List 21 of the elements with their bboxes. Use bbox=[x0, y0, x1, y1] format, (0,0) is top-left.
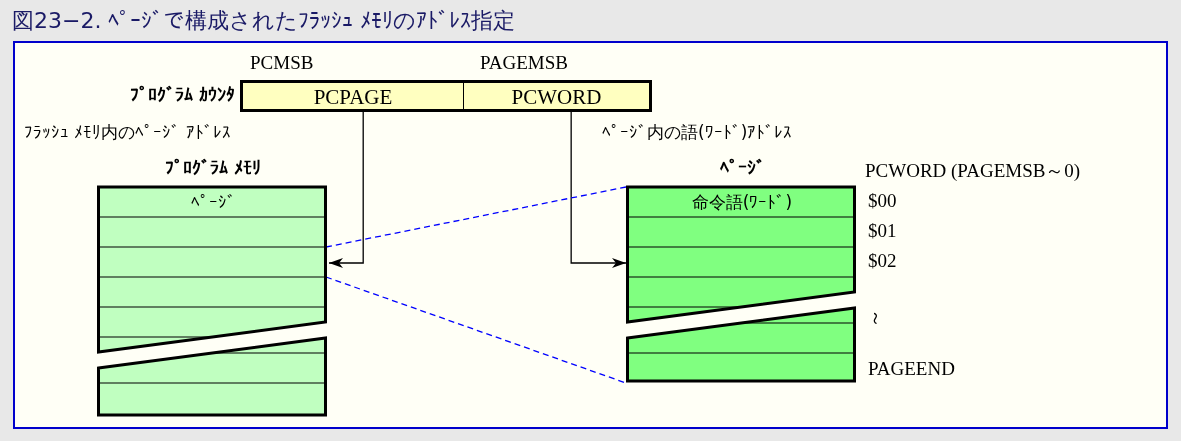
figure-title: 図23−2. ﾍﾟｰｼﾞで構成されたﾌﾗｯｼｭ ﾒﾓﾘのｱﾄﾞﾚｽ指定 bbox=[12, 7, 516, 35]
register-label: ﾌﾟﾛｸﾞﾗﾑ ｶｳﾝﾀ bbox=[129, 84, 235, 105]
range-label: PCWORD (PAGEMSB～0) bbox=[865, 159, 1081, 183]
address-value: $00 bbox=[868, 190, 897, 212]
omission-mark: ～ bbox=[864, 308, 888, 328]
memory-heading: ﾍﾟｰｼﾞ bbox=[718, 157, 766, 178]
dashed-line bbox=[325, 186, 627, 248]
address-value: $02 bbox=[868, 250, 897, 272]
bit-label: PAGEMSB bbox=[480, 52, 568, 74]
register-field: PCPAGE bbox=[240, 80, 464, 112]
memory-heading: ﾌﾟﾛｸﾞﾗﾑ ﾒﾓﾘ bbox=[163, 157, 263, 178]
arrow bbox=[328, 111, 364, 268]
bit-label: PCMSB bbox=[250, 52, 314, 74]
arrow bbox=[570, 111, 627, 268]
register-field: PCWORD bbox=[464, 80, 652, 112]
address-label: ﾍﾟｰｼﾞ内の語(ﾜｰﾄﾞ)ｱﾄﾞﾚｽ bbox=[602, 121, 793, 144]
address-value: $01 bbox=[868, 220, 897, 242]
memory-row: ﾍﾟｰｼﾞ bbox=[97, 187, 329, 217]
dashed-line bbox=[325, 276, 627, 384]
address-value: PAGEEND bbox=[868, 358, 955, 380]
address-label: ﾌﾗｯｼｭ ﾒﾓﾘ内のﾍﾟｰｼﾞ ｱﾄﾞﾚｽ bbox=[24, 121, 231, 144]
